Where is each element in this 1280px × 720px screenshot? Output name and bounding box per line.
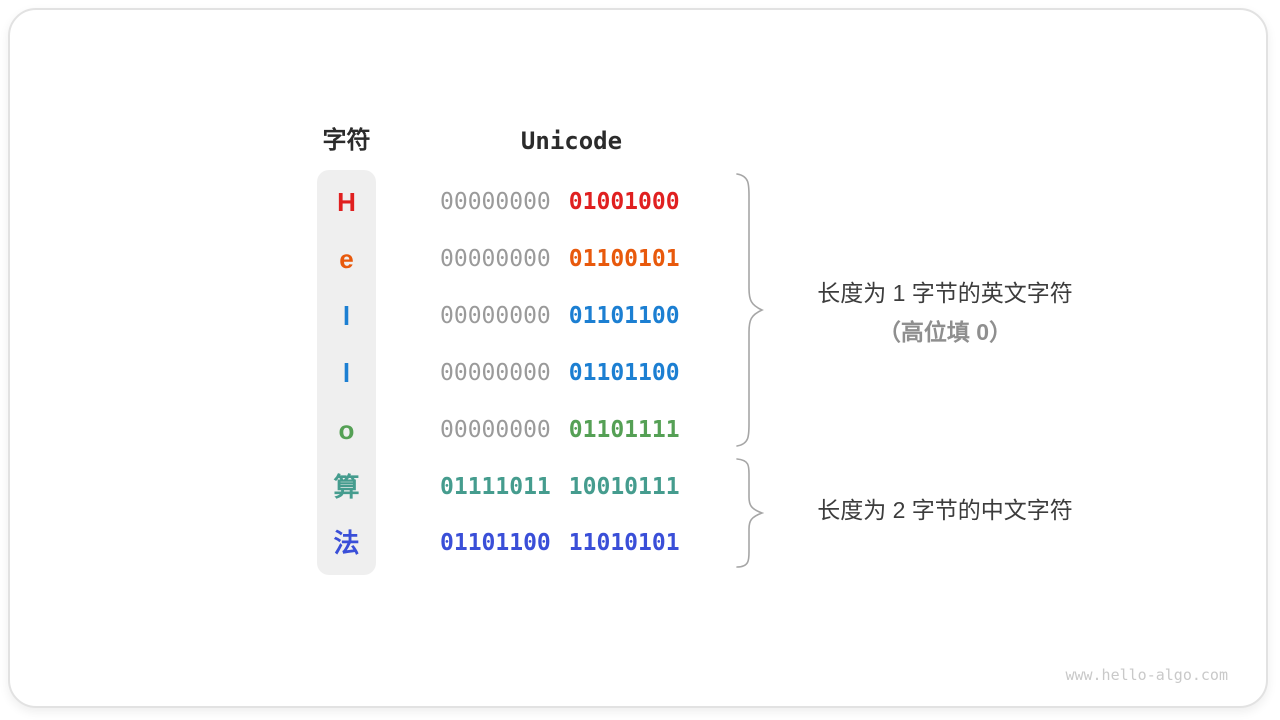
- brace-chinese-group: [736, 458, 764, 568]
- byte1-value: 00000000: [440, 189, 551, 215]
- annotation-english-line1: 长度为 1 字节的英文字符: [817, 280, 1073, 306]
- watermark: www.hello-algo.com: [1065, 666, 1228, 684]
- byte2-value: 10010111: [568, 474, 680, 500]
- byte1-value: 00000000: [440, 246, 551, 272]
- byte2-value: 11010101: [568, 530, 680, 556]
- char-cell: 法: [333, 528, 360, 558]
- char-cell: o: [338, 415, 355, 445]
- char-column-background: [317, 170, 376, 575]
- binary-row: 01111011 10010111: [440, 472, 680, 502]
- byte2-value: 01001000: [568, 189, 680, 215]
- binary-row: 00000000 01001000: [440, 187, 680, 217]
- char-cell: l: [342, 358, 351, 388]
- byte2-value: 01101100: [568, 360, 680, 386]
- char-cell: 算: [333, 472, 360, 502]
- byte1-value: 00000000: [440, 360, 551, 386]
- char-cell: H: [337, 187, 356, 217]
- column-header-unicode: Unicode: [520, 127, 623, 155]
- annotation-english-line2: （高位填 0）: [877, 319, 1013, 345]
- char-cell: l: [342, 301, 351, 331]
- annotation-english-group: 长度为 1 字节的英文字符 （高位填 0）: [765, 274, 1125, 352]
- byte1-value: 00000000: [440, 417, 551, 443]
- byte1-value: 01101100: [440, 530, 551, 556]
- binary-row: 01101100 11010101: [440, 528, 680, 558]
- annotation-chinese-group: 长度为 2 字节的中文字符: [817, 497, 1073, 523]
- byte2-value: 01101100: [568, 303, 680, 329]
- byte1-value: 00000000: [440, 303, 551, 329]
- byte1-value: 01111011: [440, 474, 551, 500]
- byte2-value: 01100101: [568, 246, 680, 272]
- binary-row: 00000000 01101100: [440, 358, 680, 388]
- column-header-char: 字符: [322, 127, 371, 154]
- char-cell: e: [339, 244, 354, 274]
- figure-card: 字符 Unicode H 00000000 01001000 e 00000000 011…: [8, 8, 1268, 708]
- binary-row: 00000000 01101111: [440, 415, 680, 445]
- binary-row: 00000000 01100101: [440, 244, 680, 274]
- byte2-value: 01101111: [568, 417, 680, 443]
- brace-english-group: [736, 173, 764, 447]
- binary-row: 00000000 01101100: [440, 301, 680, 331]
